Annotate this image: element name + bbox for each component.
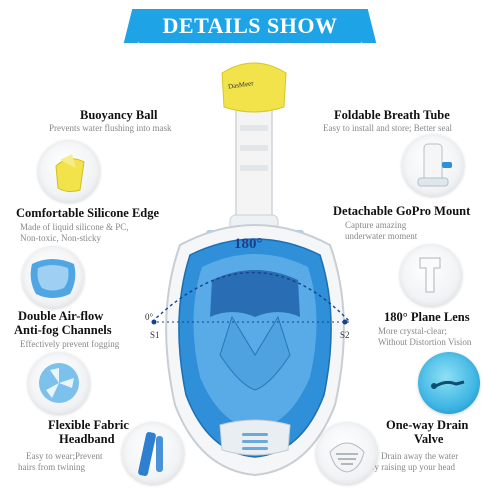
angle-zero-label: 0° xyxy=(145,312,154,322)
gopro-mount-circle xyxy=(400,244,462,306)
buoyancy-ball-circle xyxy=(38,140,100,202)
breath-tube-title: Foldable Breath Tube xyxy=(334,108,450,122)
headband-title-line1: Flexible Fabric xyxy=(48,418,129,432)
drain-valve-title-line2: Valve xyxy=(414,432,444,446)
silicone-edge-title: Comfortable Silicone Edge xyxy=(16,206,160,220)
airflow-title-line2: Anti-fog Channels xyxy=(14,323,112,337)
snorkel-mask-image xyxy=(150,55,360,495)
drain-valve-desc-1: Drain away the water xyxy=(381,451,459,461)
breath-tube-icon xyxy=(417,143,452,187)
plane-lens-desc-2: Without Distortion Vision xyxy=(378,337,472,347)
breath-tube-desc: Easy to install and store; Better seal xyxy=(323,123,452,133)
drain-valve-title-line1: One-way Drain xyxy=(386,418,469,432)
silicone-edge-desc-1: Made of liquid silicone & PC, xyxy=(20,222,129,232)
airflow-icon xyxy=(39,363,79,403)
buoyancy-ball-title: Buoyancy Ball xyxy=(80,108,158,122)
plane-lens-desc-1: More crystal-clear; xyxy=(378,326,447,336)
headband-title-line2: Headband xyxy=(59,432,115,446)
airflow-desc: Effectively prevent fogging xyxy=(20,339,120,349)
buoyancy-ball-desc: Prevents water flushing into mask xyxy=(49,123,172,133)
drain-valve-desc-2: by raising up your head xyxy=(370,462,455,472)
silicone-edge-desc-2: Non-toxic, Non-sticky xyxy=(20,233,101,243)
drain-valve-icon xyxy=(329,442,365,473)
gopro-mount-icon xyxy=(419,257,441,293)
airflow-circle xyxy=(28,352,90,414)
headband-desc-1: Easy to wear;Prevent xyxy=(26,451,103,461)
plane-lens-title: 180° Plane Lens xyxy=(384,310,470,324)
gopro-mount-desc-2: underwater moment xyxy=(345,231,418,241)
angle-s1-label: S1 xyxy=(150,330,160,340)
headband-desc-2: hairs from twining xyxy=(18,462,85,472)
gopro-mount-title: Detachable GoPro Mount xyxy=(333,204,471,218)
details-banner: DETAILS SHOW xyxy=(138,9,362,43)
snorkel-mask-drawing xyxy=(151,62,351,477)
silicone-edge-circle xyxy=(22,246,84,308)
headband-icon xyxy=(138,431,163,477)
gopro-mount-desc-1: Capture amazing xyxy=(345,220,407,230)
underwater-swimmer-icon xyxy=(431,380,465,389)
angle-s2-label: S2 xyxy=(340,330,350,340)
buoyancy-ball-icon xyxy=(55,154,85,193)
breath-tube-circle xyxy=(402,134,464,196)
angle-180-label: 180° xyxy=(234,236,263,252)
airflow-title-line1: Double Air-flow xyxy=(18,309,104,323)
drain-valve-circle xyxy=(316,422,378,484)
banner-title: DETAILS SHOW xyxy=(162,13,338,38)
plane-lens-circle xyxy=(418,352,480,414)
headband-circle xyxy=(122,422,184,484)
silicone-edge-icon xyxy=(30,259,76,298)
